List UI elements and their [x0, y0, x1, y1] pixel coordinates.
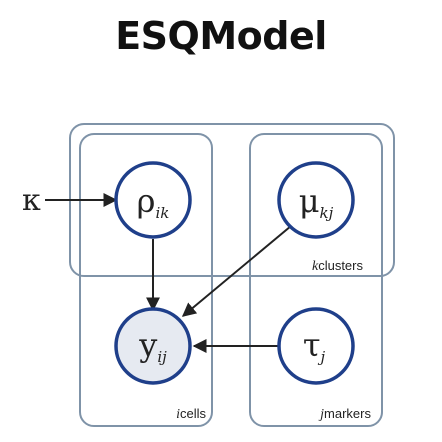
plate-markers [249, 133, 383, 427]
tau-subscript: j [318, 348, 326, 366]
mu-symbol: μ [299, 182, 320, 220]
plate-var-k: k [312, 259, 319, 274]
y-subscript: ij [157, 348, 167, 366]
tau-symbol: τ [303, 326, 321, 364]
node-rho: ρik [114, 161, 192, 239]
mu-subscript: kj [320, 204, 334, 222]
plate-var-i: i [176, 407, 180, 422]
plate-label-cells: icells [176, 406, 206, 422]
node-mu-label: μkj [299, 182, 334, 222]
rho-symbol: ρ [137, 182, 156, 220]
plate-text-markers: markers [324, 406, 371, 421]
plate-cells [79, 133, 213, 427]
node-rho-label: ρik [137, 182, 170, 222]
node-mu: μkj [277, 161, 355, 239]
plate-text-clusters: clusters [318, 258, 363, 273]
y-symbol: y [138, 326, 157, 364]
plate-label-clusters: kclusters [312, 258, 364, 274]
node-kappa: κ [22, 183, 41, 218]
rho-subscript: ik [155, 204, 169, 222]
plate-label-markers: jmarkers [318, 406, 371, 422]
edge-mu-y [181, 225, 292, 317]
plate-text-cells: cells [180, 406, 207, 421]
node-tau: τj [277, 307, 355, 385]
node-y: yij [114, 307, 192, 385]
plate-var-j: j [318, 407, 324, 422]
node-tau-label: τj [303, 326, 326, 366]
diagram-title: ESQModel [115, 14, 327, 58]
node-y-label: yij [138, 326, 167, 366]
